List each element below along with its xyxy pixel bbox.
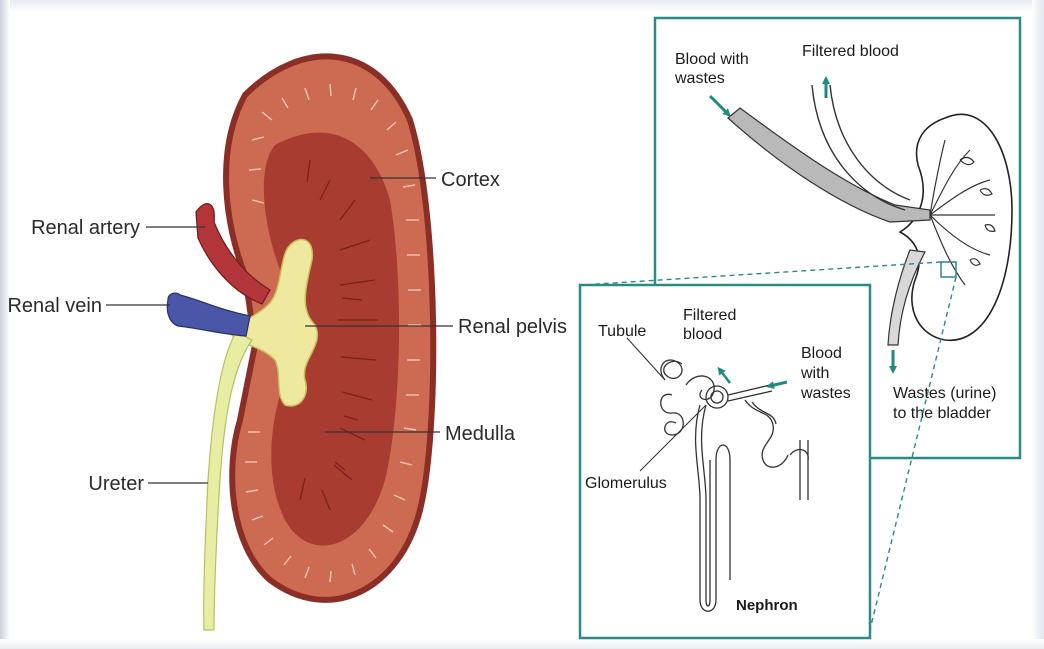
wastes-urine-label-line1: Wastes (urine) [893, 385, 996, 402]
tubule-label: Tubule [598, 323, 646, 340]
wastes-urine-label-line2: to the bladder [893, 405, 992, 422]
blood-with-wastes-nephron-line1: Blood [801, 345, 842, 362]
renal-vein-vessel [167, 293, 250, 336]
kidney-cross-section: Renal artery Renal vein Ureter Cortex Re… [7, 56, 566, 630]
filtered-blood-label: Filtered blood [802, 43, 899, 60]
nephron-inset-panel: Tubule Filtered blood Blood with wastes … [580, 285, 870, 638]
blood-with-wastes-label-line2: wastes [674, 70, 725, 87]
renal-artery-label: Renal artery [31, 217, 140, 239]
cortex-label: Cortex [441, 169, 500, 191]
filtered-blood-nephron-label-line2: blood [683, 326, 722, 343]
renal-vein-label: Renal vein [7, 295, 102, 317]
blood-with-wastes-nephron-line2: with [800, 365, 829, 382]
medulla-label: Medulla [445, 423, 516, 445]
glomerulus-label: Glomerulus [585, 475, 667, 492]
ureter-label: Ureter [88, 473, 144, 495]
filtered-blood-nephron-label-line1: Filtered [683, 307, 736, 324]
renal-pelvis-label: Renal pelvis [458, 316, 567, 338]
blood-with-wastes-label-line1: Blood with [675, 51, 749, 68]
nephron-title-label: Nephron [736, 597, 798, 614]
blood-with-wastes-nephron-line3: wastes [800, 385, 851, 402]
